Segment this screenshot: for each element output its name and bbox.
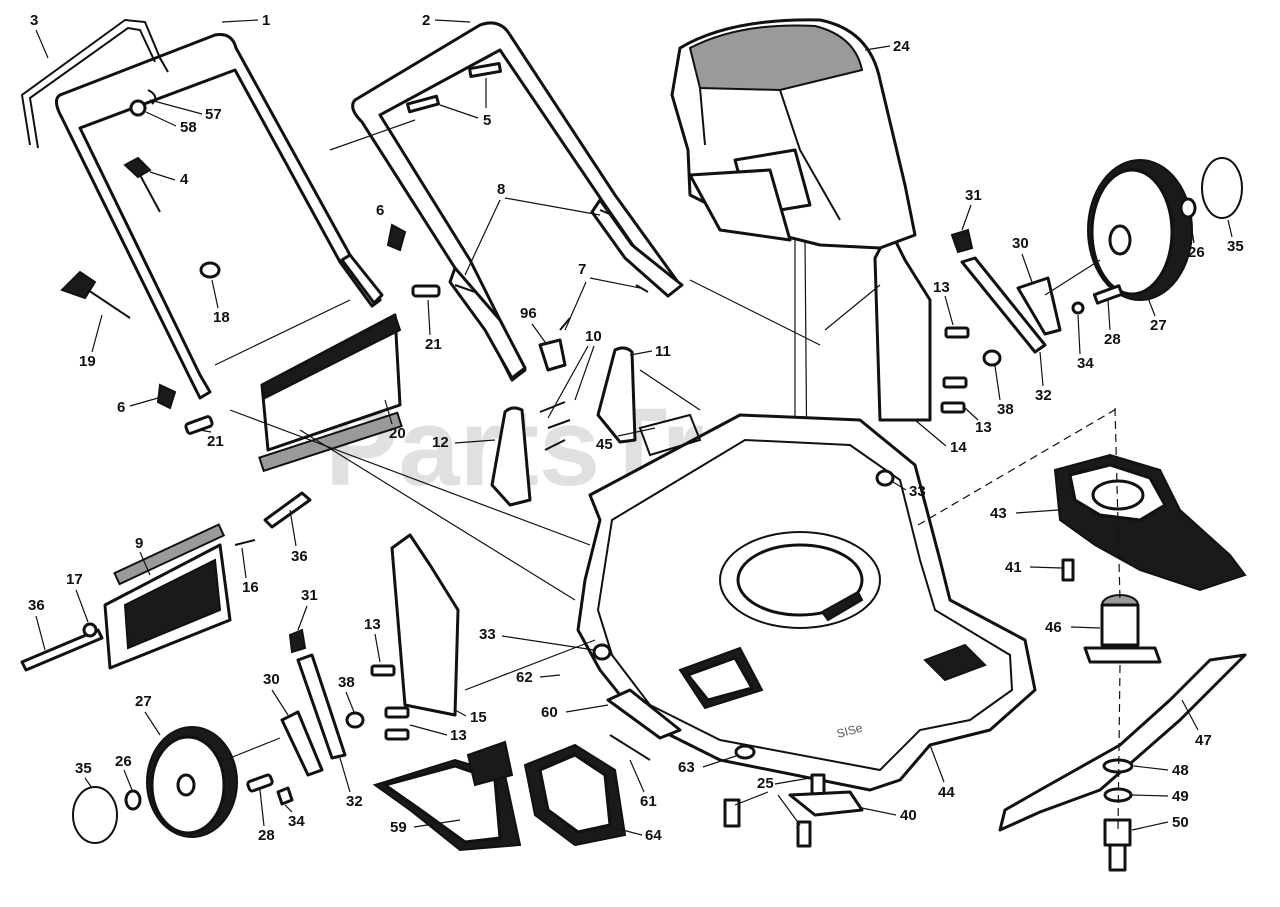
mower-blade bbox=[998, 653, 1247, 832]
label-25: 25 bbox=[757, 775, 774, 792]
label-96: 96 bbox=[520, 305, 537, 322]
label-13a: 13 bbox=[933, 279, 950, 296]
label-31a: 31 bbox=[965, 187, 982, 204]
label-17: 17 bbox=[66, 571, 83, 588]
label-57: 57 bbox=[205, 106, 222, 123]
axle-bracket-rear bbox=[873, 228, 932, 422]
label-8: 8 bbox=[497, 181, 505, 198]
label-31b: 31 bbox=[301, 587, 318, 604]
label-12: 12 bbox=[432, 434, 449, 451]
label-10: 10 bbox=[585, 328, 602, 345]
discharge-chute bbox=[372, 688, 682, 852]
label-4: 4 bbox=[180, 171, 189, 188]
label-60: 60 bbox=[541, 704, 558, 721]
label-20: 20 bbox=[389, 425, 406, 442]
label-21a: 21 bbox=[425, 336, 442, 353]
engine bbox=[670, 18, 917, 596]
label-19: 19 bbox=[79, 353, 96, 370]
blade-adapter bbox=[1083, 594, 1162, 664]
label-59: 59 bbox=[390, 819, 407, 836]
label-38a: 38 bbox=[997, 401, 1014, 418]
label-24: 24 bbox=[893, 38, 910, 55]
label-50: 50 bbox=[1172, 814, 1189, 831]
label-34a: 34 bbox=[1077, 355, 1094, 372]
upper-handle bbox=[351, 21, 684, 382]
mower-deck: SISe bbox=[576, 413, 1037, 792]
label-33b: 33 bbox=[479, 626, 496, 643]
label-18: 18 bbox=[213, 309, 230, 326]
label-64: 64 bbox=[645, 827, 662, 844]
label-40: 40 bbox=[900, 807, 917, 824]
axle-rods bbox=[20, 491, 312, 672]
alignment-lines bbox=[214, 119, 1121, 831]
blade-hardware bbox=[1061, 558, 1134, 872]
handle-hardware bbox=[60, 61, 649, 435]
rear-door bbox=[103, 523, 232, 670]
label-1: 1 bbox=[262, 12, 270, 29]
label-43: 43 bbox=[990, 505, 1007, 522]
label-30b: 30 bbox=[263, 671, 280, 688]
label-11: 11 bbox=[655, 343, 671, 360]
label-48: 48 bbox=[1172, 762, 1189, 779]
axle-bracket-front bbox=[390, 533, 460, 717]
label-6a: 6 bbox=[376, 202, 384, 219]
label-13b: 13 bbox=[975, 419, 992, 436]
label-15: 15 bbox=[470, 709, 487, 726]
label-38b: 38 bbox=[338, 674, 355, 691]
front-wheel bbox=[72, 726, 294, 844]
label-27a: 27 bbox=[1150, 317, 1167, 334]
label-45: 45 bbox=[596, 436, 613, 453]
label-9: 9 bbox=[135, 535, 143, 552]
rear-wheel bbox=[1071, 157, 1243, 315]
front-adjuster-lever bbox=[280, 628, 347, 777]
height-adjust-plates bbox=[490, 346, 637, 507]
label-3: 3 bbox=[30, 12, 38, 29]
label-32a: 32 bbox=[1035, 387, 1052, 404]
label-62: 62 bbox=[516, 669, 533, 686]
label-35a: 35 bbox=[1227, 238, 1244, 255]
label-36b: 36 bbox=[28, 597, 45, 614]
label-47: 47 bbox=[1195, 732, 1212, 749]
label-33a: 33 bbox=[909, 483, 926, 500]
label-2: 2 bbox=[422, 12, 430, 29]
label-13c: 13 bbox=[364, 616, 381, 633]
label-13d: 13 bbox=[450, 727, 467, 744]
label-34b: 34 bbox=[288, 813, 305, 830]
blower-housing bbox=[1053, 453, 1247, 592]
label-28b: 28 bbox=[258, 827, 275, 844]
label-41: 41 bbox=[1005, 559, 1022, 576]
lower-handle bbox=[55, 33, 384, 400]
label-26a: 26 bbox=[1188, 244, 1205, 261]
label-63: 63 bbox=[678, 759, 695, 776]
label-21b: 21 bbox=[207, 433, 224, 450]
deck-bolts bbox=[345, 326, 1002, 848]
label-32b: 32 bbox=[346, 793, 363, 810]
part-labels: 1 2 3 4 5 6 6 7 8 9 10 11 12 13 13 13 13 bbox=[28, 12, 1244, 844]
deck-marking: SISe bbox=[835, 721, 864, 741]
label-46: 46 bbox=[1045, 619, 1062, 636]
label-44: 44 bbox=[938, 784, 955, 801]
label-6b: 6 bbox=[117, 399, 125, 416]
label-58: 58 bbox=[180, 119, 197, 136]
label-14: 14 bbox=[950, 439, 967, 456]
label-28a: 28 bbox=[1104, 331, 1121, 348]
label-7: 7 bbox=[578, 261, 586, 278]
label-35b: 35 bbox=[75, 760, 92, 777]
label-26b: 26 bbox=[115, 753, 132, 770]
label-36a: 36 bbox=[291, 548, 308, 565]
label-61: 61 bbox=[640, 793, 657, 810]
label-5: 5 bbox=[483, 112, 491, 129]
control-bail bbox=[20, 18, 169, 149]
label-16: 16 bbox=[242, 579, 259, 596]
label-30a: 30 bbox=[1012, 235, 1029, 252]
label-27b: 27 bbox=[135, 693, 152, 710]
label-49: 49 bbox=[1172, 788, 1189, 805]
